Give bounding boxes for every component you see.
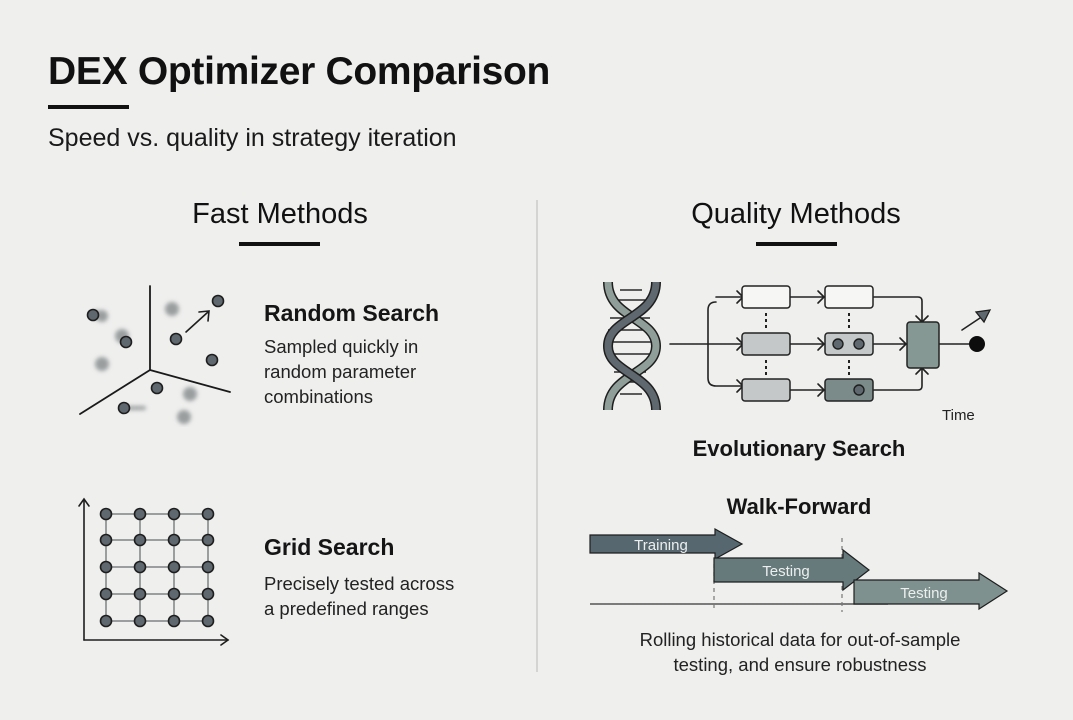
- title-underline: [48, 105, 129, 109]
- fast-methods-heading: Fast Methods: [192, 198, 368, 230]
- dna-pipeline-icon: [598, 278, 1008, 418]
- fast-methods-underline: [239, 242, 320, 246]
- page-title: DEX Optimizer Comparison: [48, 50, 551, 93]
- grid-points-icon: [74, 496, 234, 646]
- walk-forward-segment-training: [589, 527, 744, 561]
- random-search-desc-line: combinations: [264, 386, 374, 407]
- testing-label-2: Testing: [900, 585, 948, 602]
- walk-forward-desc-line: testing, and ensure robustness: [673, 654, 927, 675]
- walk-forward-segment-testing-2: [853, 571, 1009, 611]
- walk-forward-timeline: Training Testing Testing: [588, 527, 1012, 618]
- quality-methods-underline: [756, 242, 837, 246]
- training-label: Training: [634, 537, 688, 554]
- time-label: Time: [942, 407, 975, 424]
- column-divider: [536, 200, 538, 672]
- walk-forward-desc-line: Rolling historical data for out-of-sampl…: [639, 629, 961, 650]
- walk-forward-title: Walk-Forward: [726, 494, 872, 519]
- random-search-desc-line: random parameter: [264, 361, 417, 382]
- scatter-3d-axes-icon: [74, 282, 244, 427]
- grid-search-desc-line: a predefined ranges: [264, 598, 429, 619]
- random-search-desc-line: Sampled quickly in: [264, 336, 419, 357]
- random-search-title: Random Search: [264, 300, 440, 326]
- evolutionary-search-title: Evolutionary Search: [692, 436, 906, 461]
- random-search-description: Sampled quickly in random parameter comb…: [264, 334, 418, 409]
- walk-forward-description: Rolling historical data for out-of-sampl…: [590, 627, 1010, 677]
- grid-search-title: Grid Search: [264, 534, 395, 560]
- quality-methods-heading: Quality Methods: [691, 198, 901, 230]
- grid-search-description: Precisely tested across a predefined ran…: [264, 571, 454, 621]
- testing-label-1: Testing: [762, 563, 810, 580]
- grid-search-desc-line: Precisely tested across: [264, 573, 455, 594]
- dna-icon: [602, 281, 662, 411]
- page-subtitle: Speed vs. quality in strategy iteration: [48, 124, 457, 152]
